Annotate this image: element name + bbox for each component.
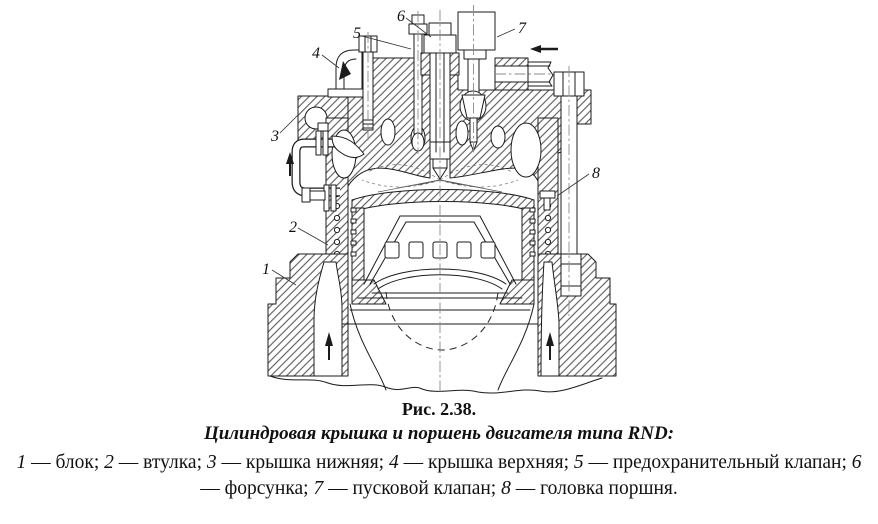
- engine-block-right: [537, 253, 617, 377]
- cover-stud-long: [553, 71, 585, 297]
- engine-cross-section-diagram: 1 2 3 4 5 6 7 8: [262, 5, 617, 394]
- figure-number: Рис. 2.38.: [401, 399, 477, 419]
- legend-item: 1 — блок;: [16, 452, 105, 473]
- cooling-water-pipe: [291, 122, 365, 212]
- figure-caption: Рис. 2.38. Цилиндровая крышка и поршень …: [0, 399, 878, 501]
- air-flow-arrow-icon: [530, 45, 558, 53]
- callout-2: 2: [289, 219, 297, 236]
- callout-6: 6: [397, 8, 405, 25]
- piston-cooling-ports: [384, 241, 496, 259]
- callout-8: 8: [592, 165, 600, 182]
- callout-7: 7: [518, 20, 527, 37]
- fracture-edge: [269, 375, 603, 394]
- water-inlet-arrow-icon: [286, 152, 294, 176]
- figure-title: Цилиндровая крышка и поршень двигателя т…: [203, 423, 675, 444]
- callout-4: 4: [312, 45, 320, 62]
- callouts: 1 2 3 4 5 6 7 8: [262, 8, 600, 286]
- upper-cover-elbow: [327, 49, 369, 98]
- figure-legend: 1 — блок; 2 — втулка; 3 — крышка нижняя;…: [6, 450, 872, 501]
- piston-head: [341, 189, 556, 391]
- legend-item: 2 — втулка;: [104, 452, 207, 473]
- legend-item: 3 — крышка нижняя;: [206, 452, 389, 473]
- callout-1: 1: [262, 261, 270, 278]
- legend-item: 4 — крышка верхняя;: [388, 452, 574, 473]
- engine-block-left: [267, 253, 349, 377]
- fuel-spray-lines: [361, 164, 519, 193]
- fuel-injector: [420, 22, 460, 180]
- legend-item: 7 — пусковой клапан;: [313, 477, 502, 499]
- water-spout: [331, 135, 365, 159]
- legend-item: 5 — предохранительный клапан;: [573, 452, 852, 473]
- legend-item: 6 — форсунка;: [200, 452, 862, 499]
- coolant-flow-arrow-left-icon: [325, 332, 333, 360]
- starting-air-pipe: [494, 45, 558, 91]
- piston-ring-grooves: [350, 207, 536, 257]
- exhaust-flow-arrow-icon: [339, 61, 351, 80]
- legend-item: 8 — головка поршня.: [501, 477, 678, 499]
- coolant-flow-arrow-right-icon: [546, 332, 554, 360]
- centerlines: [367, 5, 570, 394]
- callout-3: 3: [270, 128, 279, 145]
- piston-head-clamp: [539, 190, 556, 211]
- callout-5: 5: [353, 25, 361, 42]
